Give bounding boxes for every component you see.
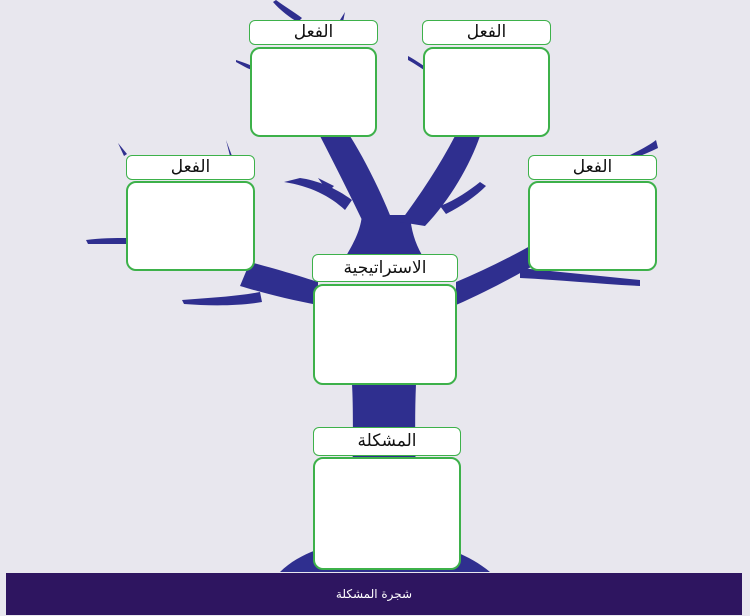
strategy-node: الاستراتيجية [312,254,458,386]
problem-label: المشكلة [313,427,461,456]
strategy-box[interactable] [313,284,457,385]
twig-top-left [273,0,302,22]
branch-mid-left [240,262,318,305]
action-box-mid-right[interactable] [528,181,657,271]
action-box-top-right[interactable] [423,47,550,137]
action-box-top-left[interactable] [250,47,377,137]
twig-top-right [408,56,424,70]
footer-bar: شجرة المشكلة [6,573,742,615]
problem-node: المشكلة [313,427,461,571]
action-node-top-right: الفعل [422,20,551,138]
action-label-top-left: الفعل [249,20,378,45]
footer-title: شجرة المشكلة [335,587,413,601]
twig-left [284,178,352,210]
problem-box[interactable] [313,457,461,570]
action-node-top-left: الفعل [249,20,378,138]
action-node-mid-right: الفعل [528,155,657,272]
twig-outer-left [86,238,127,244]
action-label-top-right: الفعل [422,20,551,45]
action-label-mid-right: الفعل [528,155,657,180]
strategy-label: الاستراتيجية [312,254,458,282]
action-label-mid-left: الفعل [126,155,255,180]
action-node-mid-left: الفعل [126,155,255,272]
branch-top-left [320,136,392,220]
action-box-mid-left[interactable] [126,181,255,271]
branch-top-right [400,136,480,226]
branch-mid-right [456,246,540,305]
twig-right [440,182,486,214]
